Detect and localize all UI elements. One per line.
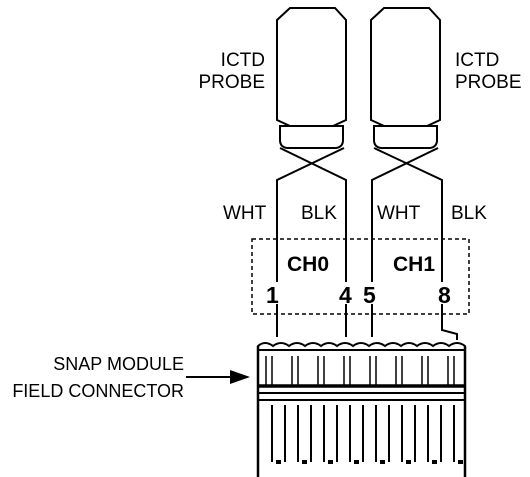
- probe-1-label-line2: PROBE: [455, 72, 522, 93]
- callout-line1: SNAP MODULE: [53, 354, 184, 374]
- channel-box: [251, 238, 470, 315]
- pin-5: 5: [363, 282, 376, 308]
- wire-label-blk-0: BLK: [301, 203, 337, 224]
- pin-1: 1: [266, 282, 279, 308]
- channel-label-ch0: CH0: [287, 253, 329, 276]
- probe-1-label-line1: ICTD: [455, 50, 499, 71]
- channel-label-ch1: CH1: [393, 253, 435, 276]
- wire-ch1-blk: [373, 147, 458, 340]
- wire-label-blk-1: BLK: [451, 203, 487, 224]
- wires: [276, 147, 458, 340]
- pin-8: 8: [438, 282, 451, 308]
- wire-ch1-wht: [371, 147, 439, 337]
- callout-arrow: [186, 370, 250, 384]
- field-connector: [256, 342, 467, 477]
- wire-ch0-blk: [279, 147, 347, 337]
- ictd-probe-0: [276, 7, 347, 149]
- pin-4: 4: [339, 282, 352, 308]
- callout-line2: FIELD CONNECTOR: [12, 381, 184, 401]
- wire-label-wht-1: WHT: [377, 203, 421, 224]
- wire-label-wht-0: WHT: [223, 203, 267, 224]
- pin-numbers: [266, 282, 452, 304]
- probe-0-label-line2: PROBE: [198, 72, 265, 93]
- wire-ch0-wht: [276, 147, 345, 337]
- probe-0-label-line1: ICTD: [221, 50, 265, 71]
- ictd-probe-1: [370, 7, 441, 149]
